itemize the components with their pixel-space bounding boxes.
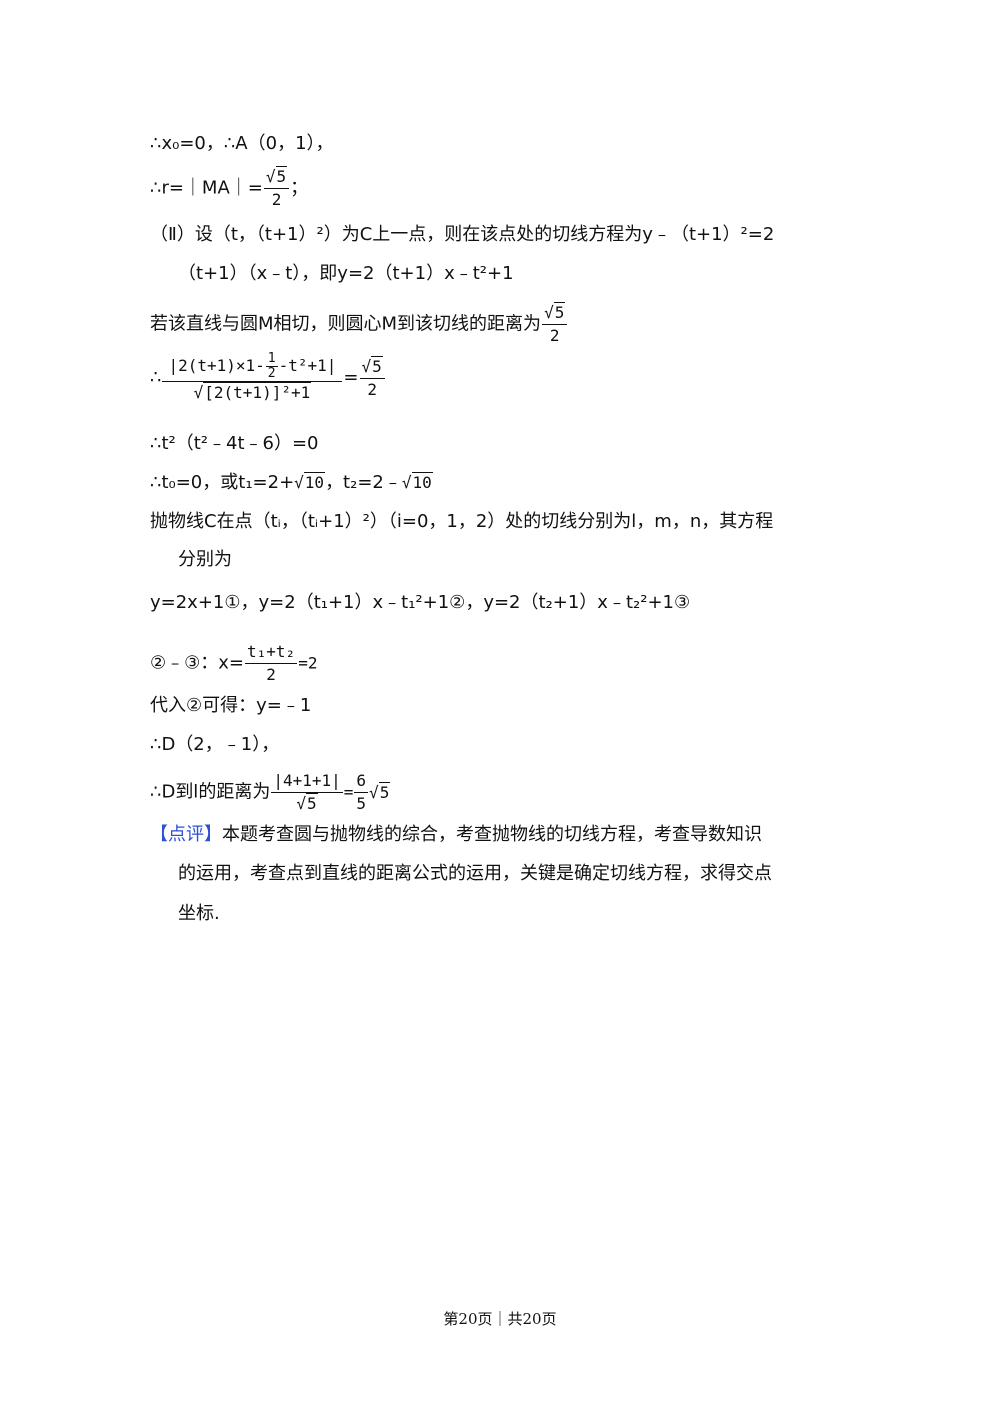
distance-d-text: ∴D到l的距离为 xyxy=(150,781,271,803)
big-num-b: -t²+1| xyxy=(278,356,337,375)
d-fraction: |4+1+1|√5 xyxy=(271,770,343,813)
comment-line-2: 的运用，考查点到直线的距离公式的运用，关键是确定切线方程，求得交点 xyxy=(178,863,772,884)
line-point-d: ∴D（2，﹣1）， xyxy=(150,734,280,755)
line-part2-a: （Ⅱ）设（t，（t+1）²）为C上一点，则在该点处的切线方程为y﹣（t+1）²=… xyxy=(150,224,775,245)
d-result-radicand: 5 xyxy=(378,781,391,802)
d-equals: = xyxy=(343,782,354,802)
line-x0: ∴x₀=0，∴A（0，1）， xyxy=(150,133,334,154)
comment-line-1: 【点评】本题考查圆与抛物线的综合，考查抛物线的切线方程，考查导数知识 xyxy=(150,823,762,847)
comment-tag: 【点评】 xyxy=(150,824,222,845)
distance-denominator: 2 xyxy=(549,326,560,345)
sqrt10-a: 10 xyxy=(303,472,326,492)
tangent-condition-text: 若该直线与圆M相切，则圆心M到该切线的距离为 xyxy=(150,313,542,335)
line-t-solutions: ∴t₀=0，或t₁=2+√10，t₂=2﹣√10 xyxy=(150,472,433,493)
big-num-a: |2(t+1)×1- xyxy=(168,356,265,375)
line-part2-b: （t+1）（x﹣t），即y=2（t+1）x﹣t²+1 xyxy=(178,263,514,284)
half-num: 1 xyxy=(265,351,278,367)
comment-line-3: 坐标. xyxy=(178,903,220,924)
radius-radicand: 5 xyxy=(275,166,288,186)
radius-denominator: 2 xyxy=(271,190,282,209)
distance-radicand: 5 xyxy=(553,302,566,322)
line-tangent-lines: 抛物线C在点（tᵢ，（tᵢ+1）²）（i=0，1，2）处的切线分别为l，m，n，… xyxy=(150,511,774,532)
radius-end: ； xyxy=(290,177,309,199)
x-denominator: 2 xyxy=(266,665,276,684)
x-result: =2 xyxy=(298,653,318,673)
d-result-den: 5 xyxy=(356,794,367,813)
line-substitute: 代入②可得：y=﹣1 xyxy=(150,695,312,716)
comment-text-1: 本题考查圆与抛物线的综合，考查抛物线的切线方程，考查导数知识 xyxy=(222,824,762,845)
subtract-text: ②﹣③：x= xyxy=(150,652,245,674)
radius-text: ∴r=｜MA｜= xyxy=(150,177,263,199)
line-t-equation: ∴t²（t²﹣4t﹣6）=0 xyxy=(150,433,319,454)
line-equations: y=2x+1①，y=2（t₁+1）x﹣t₁²+1②，y=2（t₂+1）x﹣t₂²… xyxy=(150,592,691,613)
result-denominator: 2 xyxy=(367,379,377,399)
d-denominator: 5 xyxy=(306,793,318,813)
sqrt10-b: 10 xyxy=(411,472,433,492)
half-den: 2 xyxy=(267,366,276,381)
line-respectively: 分别为 xyxy=(178,549,232,570)
big-denominator: [2(t+1)]²+1 xyxy=(203,382,312,402)
t-solutions-b: ，t₂=2﹣ xyxy=(325,472,402,493)
x-numerator: t₁+t₂ xyxy=(245,641,298,664)
therefore-symbol: ∴ xyxy=(150,367,162,388)
d-numerator: |4+1+1| xyxy=(271,770,343,793)
result-radicand: 5 xyxy=(371,355,383,376)
t-solutions-a: ∴t₀=0，或t₁=2+ xyxy=(150,472,295,493)
d-result-num: 6 xyxy=(354,770,369,793)
page-footer: 第20页｜共20页 xyxy=(443,1310,557,1328)
